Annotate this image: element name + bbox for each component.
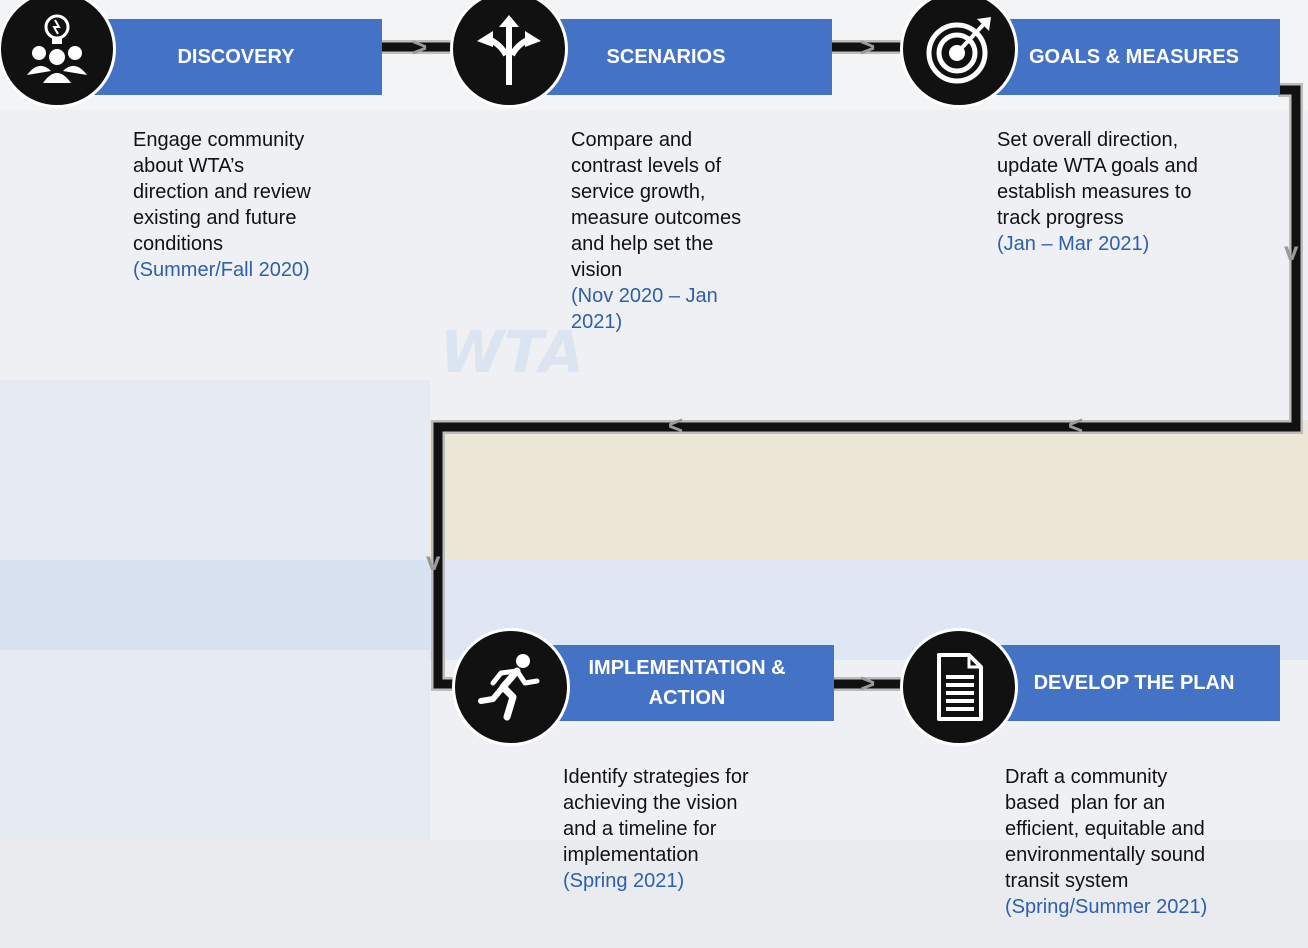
- connector-arrow-left-2: <: [668, 410, 684, 440]
- develop-line: based plan for an: [1005, 792, 1166, 814]
- develop-line: Draft a community: [1005, 766, 1168, 788]
- goals-line: establish measures to: [997, 181, 1192, 203]
- implementation-line: implementation: [563, 844, 699, 866]
- goals-line: track progress: [997, 207, 1124, 229]
- develop-title: DEVELOP THE PLAN: [1033, 672, 1235, 694]
- discovery-description: Engage community about WTA’s direction a…: [133, 127, 413, 283]
- connector-arrow-down-2: v: [426, 546, 441, 576]
- svg-text:WTA: WTA: [440, 318, 584, 386]
- discovery-line: direction and review: [133, 181, 311, 203]
- scenarios-line: vision: [571, 259, 623, 281]
- develop-line: efficient, equitable and: [1005, 818, 1205, 840]
- connector-arrow-right-1: >: [412, 32, 428, 62]
- running-person-icon: [478, 654, 540, 721]
- scenarios-line: service growth,: [571, 181, 706, 203]
- connector-arrow-right-3: >: [860, 668, 876, 698]
- discovery-line: about WTA’s: [133, 155, 245, 177]
- scenarios-date-line: (Nov 2020 – Jan: [571, 285, 718, 307]
- discovery-title-box: DISCOVERY: [90, 19, 382, 95]
- discovery-line: existing and future: [133, 207, 297, 229]
- implementation-title-line: IMPLEMENTATION &: [588, 657, 786, 679]
- scenarios-line: Compare and: [571, 129, 693, 151]
- discovery-title: DISCOVERY: [177, 46, 295, 68]
- implementation-title-line: ACTION: [648, 687, 726, 709]
- connector-arrow-right-2: >: [860, 32, 876, 62]
- document-icon: [937, 653, 983, 721]
- discovery-line: Engage community: [133, 129, 305, 151]
- goals-description: Set overall direction, update WTA goals …: [997, 127, 1287, 257]
- scenarios-line: measure outcomes: [571, 207, 742, 229]
- connector-arrow-left-1: <: [1068, 410, 1084, 440]
- scenarios-date-line: 2021): [571, 311, 623, 333]
- develop-date: (Spring/Summer 2021): [1005, 896, 1208, 918]
- scenarios-description: Compare and contrast levels of service g…: [571, 127, 811, 335]
- scenarios-line: contrast levels of: [571, 155, 722, 177]
- goals-line: update WTA goals and: [997, 155, 1198, 177]
- goals-line: Set overall direction,: [997, 129, 1179, 151]
- goals-date: (Jan – Mar 2021): [997, 233, 1150, 255]
- develop-line: transit system: [1005, 870, 1129, 892]
- lightbulb-people-icon: [27, 14, 87, 83]
- scenarios-title: SCENARIOS: [606, 46, 726, 68]
- target-dart-icon: [926, 17, 991, 84]
- discovery-line: conditions: [133, 233, 224, 255]
- implementation-icon-circle: [452, 628, 570, 746]
- scenarios-icon-circle: [450, 0, 568, 108]
- implementation-line: Identify strategies for: [563, 766, 749, 788]
- goals-title: GOALS & MEASURES: [1028, 46, 1240, 68]
- discovery-icon-circle: [0, 0, 116, 108]
- goals-icon-circle: [900, 0, 1018, 108]
- implementation-line: achieving the vision: [563, 792, 738, 814]
- split-arrows-icon: [477, 15, 541, 85]
- develop-line: environmentally sound: [1005, 844, 1206, 866]
- discovery-date: (Summer/Fall 2020): [133, 259, 310, 281]
- implementation-description: Identify strategies for achieving the vi…: [563, 764, 823, 894]
- develop-description: Draft a community based plan for an effi…: [1005, 764, 1295, 920]
- scenarios-line: and help set the: [571, 233, 714, 255]
- implementation-date: (Spring 2021): [563, 870, 685, 892]
- connector-arrow-down-1: v: [1284, 236, 1299, 266]
- develop-icon-circle: [900, 628, 1018, 746]
- implementation-line: and a timeline for: [563, 818, 717, 840]
